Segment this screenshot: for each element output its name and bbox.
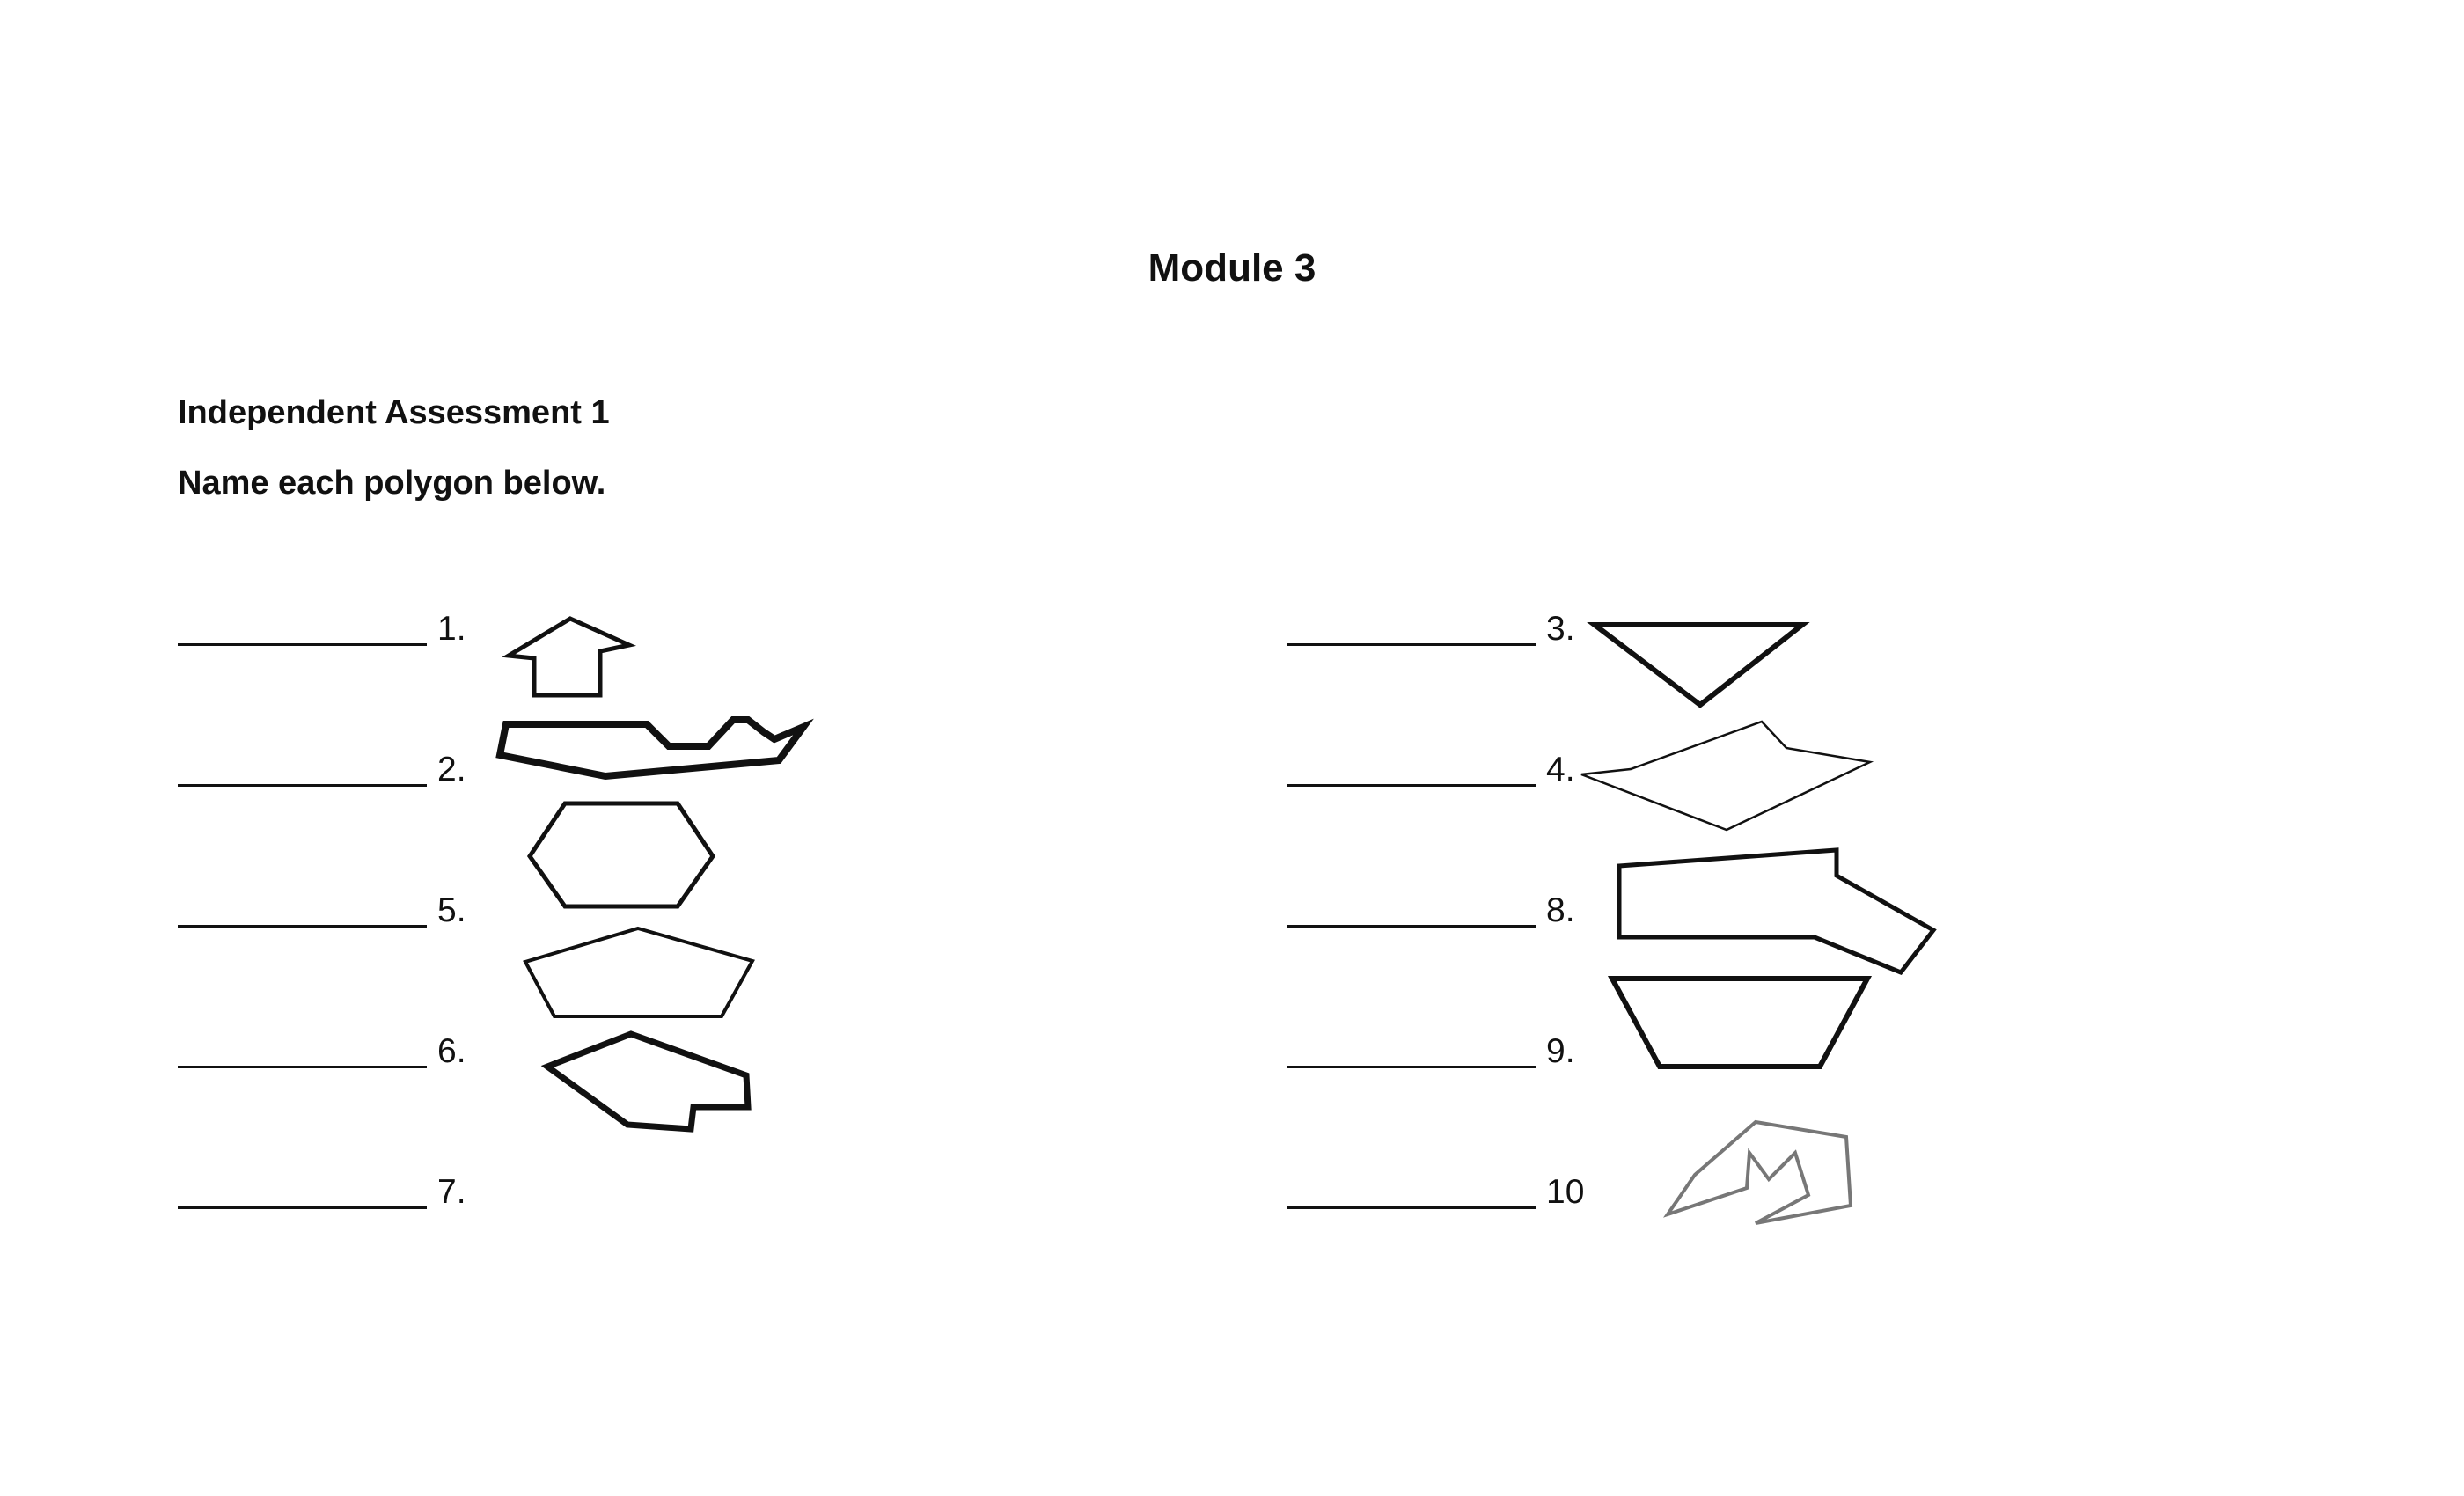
polygon-4-shape [1580, 720, 1874, 832]
question-number: 2. [437, 751, 466, 788]
hexagon-shape [526, 801, 716, 909]
question-number: 10 [1546, 1173, 1585, 1211]
answer-blank-10[interactable] [1287, 1175, 1536, 1209]
question-3: 3. [1287, 605, 1575, 646]
question-number: 6. [437, 1032, 466, 1070]
answer-blank-4[interactable] [1287, 752, 1536, 787]
answer-blank-2[interactable] [178, 752, 427, 787]
question-number: 4. [1546, 751, 1575, 788]
answer-blank-7[interactable] [178, 1175, 427, 1209]
question-7: 7. [178, 1169, 466, 1209]
polygon-1-shape [502, 616, 637, 698]
answer-blank-1[interactable] [178, 612, 427, 646]
question-number: 1. [437, 610, 466, 648]
answer-blank-9[interactable] [1287, 1034, 1536, 1068]
question-number: 9. [1546, 1032, 1575, 1070]
answer-blank-3[interactable] [1287, 612, 1536, 646]
question-5: 5. [178, 887, 466, 928]
triangle-shape [1587, 622, 1810, 708]
polygon-8-shape [1617, 847, 1937, 976]
pentagon-shape [523, 926, 755, 1018]
page-title: Module 3 [1148, 246, 1316, 290]
question-8: 8. [1287, 887, 1575, 928]
answer-blank-5[interactable] [178, 893, 427, 928]
polygon-2-shape [495, 716, 814, 781]
polygon-6-shape [540, 1030, 752, 1133]
section-heading: Independent Assessment 1 [178, 394, 610, 431]
question-2: 2. [178, 746, 466, 787]
answer-blank-8[interactable] [1287, 893, 1536, 928]
question-number: 8. [1546, 891, 1575, 929]
trapezoid-shape [1607, 976, 1873, 1069]
question-6: 6. [178, 1028, 466, 1068]
polygon-10-shape [1662, 1119, 1853, 1225]
question-number: 5. [437, 891, 466, 929]
question-1: 1. [178, 605, 466, 646]
answer-blank-6[interactable] [178, 1034, 427, 1068]
question-9: 9. [1287, 1028, 1575, 1068]
question-10: 10 [1287, 1169, 1584, 1209]
instruction-text: Name each polygon below. [178, 465, 606, 502]
question-4: 4. [1287, 746, 1575, 787]
question-number: 3. [1546, 610, 1575, 648]
question-number: 7. [437, 1173, 466, 1211]
